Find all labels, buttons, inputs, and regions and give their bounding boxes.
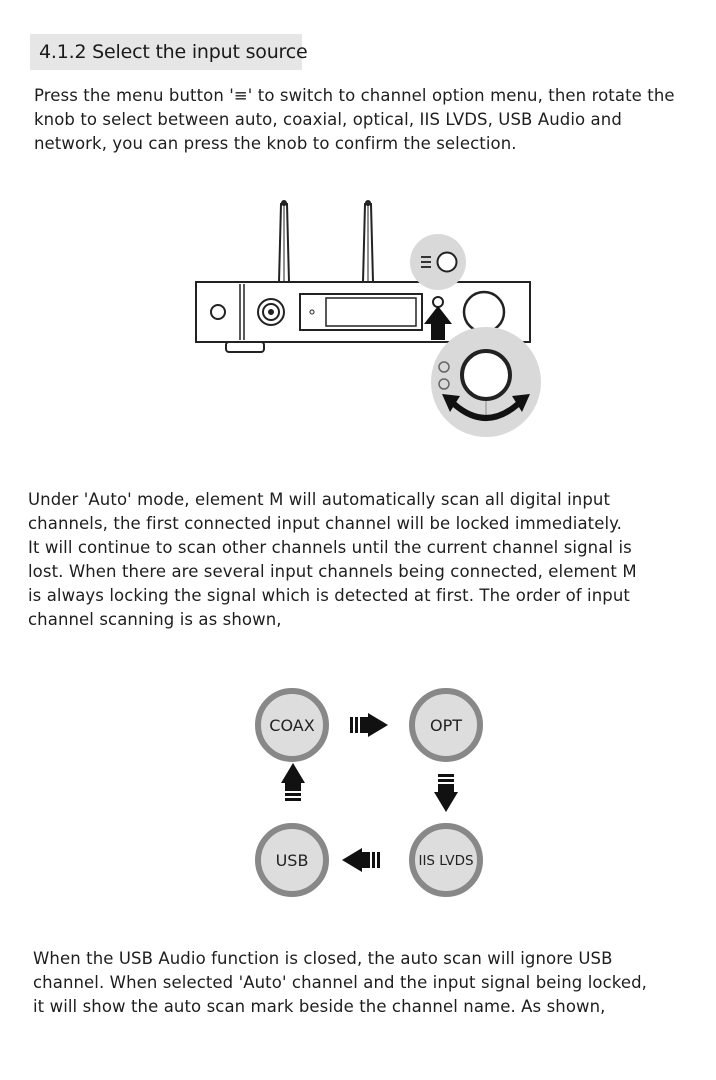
intro-paragraph: Press the menu button '≡' to switch to c… [34,84,675,156]
iis-lvds-label: IIS LVDS [418,853,473,869]
arrow-down-icon [434,774,458,812]
coax-node: COAX [255,688,329,762]
antenna-icon [361,200,375,283]
display-screen [299,293,423,331]
section-heading: 4.1.2 Select the input source [30,34,308,70]
coax-label: COAX [269,716,314,735]
device-illustration [195,200,541,437]
opt-node: OPT [409,688,483,762]
auto-mode-line: It will continue to scan other channels … [28,538,632,557]
intro-line: knob to select between auto, coaxial, op… [34,110,622,129]
auto-mode-line: Under 'Auto' mode, element M will automa… [28,490,611,509]
rotate-arrow-icon [442,394,530,421]
arrow-right-icon [350,713,388,737]
press-arrow-icon [424,306,452,340]
arrow-left-icon [342,848,380,872]
auto-mode-line: lost. When there are several input chann… [28,562,637,581]
intro-line: network, you can press the knob to confi… [34,134,517,153]
auto-mode-line: is always locking the signal which is de… [28,586,630,605]
usb-note-line: channel. When selected 'Auto' channel an… [33,973,647,992]
usb-note-paragraph: When the USB Audio function is closed, t… [33,947,647,1019]
usb-label: USB [276,851,309,870]
antenna-icon [277,200,291,283]
arrow-up-icon [281,763,305,801]
headphone-jack-icon [257,298,285,326]
menu-button-icon [410,234,466,290]
iis-lvds-node: IIS LVDS [409,823,483,897]
auto-mode-line: channels, the first connected input chan… [28,514,623,533]
auto-mode-line: channel scanning is as shown, [28,610,282,629]
auto-mode-paragraph: Under 'Auto' mode, element M will automa… [28,488,637,632]
usb-note-line: it will show the auto scan mark beside t… [33,997,606,1016]
intro-line: Press the menu button '≡' to switch to c… [34,86,675,105]
usb-note-line: When the USB Audio function is closed, t… [33,949,613,968]
volume-knob [462,290,506,334]
scan-order-diagram: COAX OPT IIS LVDS USB [255,688,483,897]
usb-node: USB [255,823,329,897]
menu-button [432,296,444,308]
power-button-icon [210,304,226,320]
opt-label: OPT [430,716,462,735]
